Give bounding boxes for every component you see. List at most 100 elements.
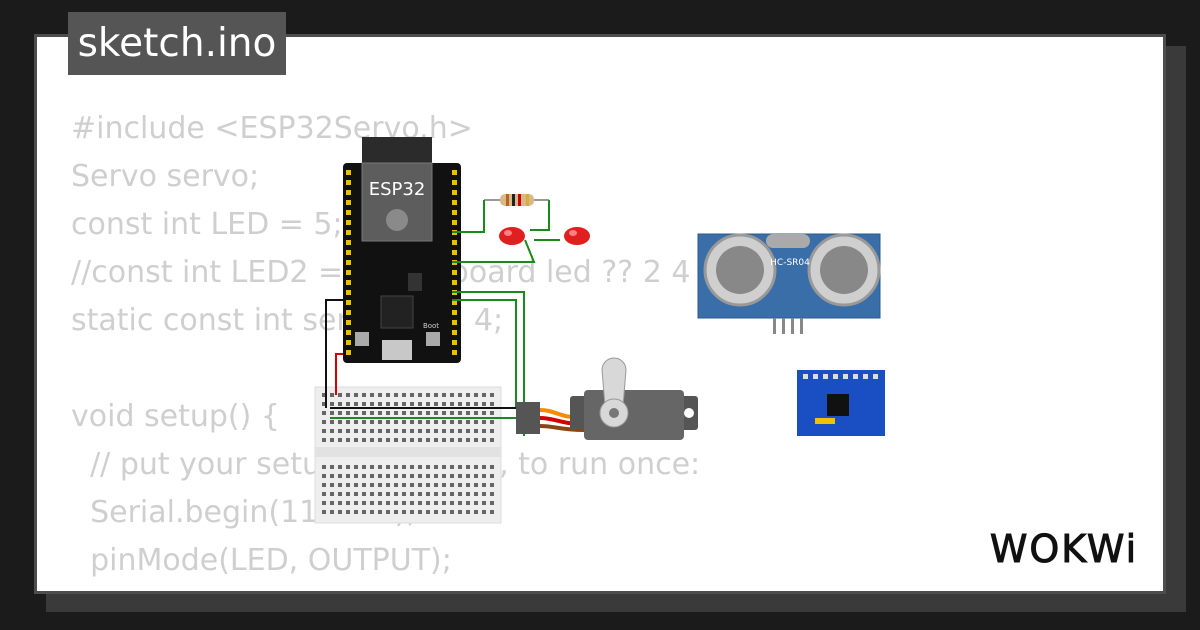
esp32-label: ESP32	[369, 179, 426, 200]
breadboard-hole	[426, 393, 430, 397]
breadboard-hole	[354, 420, 358, 424]
breadboard-hole	[426, 402, 430, 406]
led-red-2[interactable]	[564, 227, 590, 245]
breadboard-hole	[322, 438, 326, 442]
breadboard-hole	[490, 483, 494, 487]
breadboard-hole	[450, 474, 454, 478]
breadboard-hole	[378, 420, 382, 424]
breadboard-hole	[434, 501, 438, 505]
code-line: pinMode(LED, OUTPUT);	[71, 543, 452, 578]
breadboard-hole	[466, 393, 470, 397]
breadboard-hole	[418, 429, 422, 433]
breadboard-hole	[378, 465, 382, 469]
esp32-pin	[346, 350, 351, 355]
breadboard-hole	[442, 465, 446, 469]
breadboard-hole	[338, 510, 342, 514]
breadboard-hole	[354, 411, 358, 415]
breadboard-hole	[418, 438, 422, 442]
esp32-pin	[452, 310, 457, 315]
breadboard-hole	[362, 492, 366, 496]
project-card[interactable]: #include <ESP32Servo.h>Servo servo;const…	[34, 34, 1166, 594]
code-line: const int LED = 5;	[71, 207, 343, 242]
imu-pin	[823, 374, 828, 379]
file-tab[interactable]: sketch.ino	[68, 12, 286, 75]
breadboard-hole	[474, 411, 478, 415]
breadboard-hole	[482, 510, 486, 514]
breadboard-hole	[338, 411, 342, 415]
breadboard-hole	[450, 510, 454, 514]
esp32-pin	[346, 310, 351, 315]
breadboard[interactable]	[314, 386, 502, 524]
code-line: void setup() {	[71, 399, 280, 434]
breadboard-hole	[386, 420, 390, 424]
breadboard-hole	[402, 474, 406, 478]
breadboard-hole	[490, 492, 494, 496]
esp32-pin	[346, 340, 351, 345]
breadboard-hole	[474, 393, 478, 397]
esp32-board[interactable]: ESP32 Boot	[343, 137, 461, 363]
breadboard-hole	[482, 474, 486, 478]
servo-motor[interactable]	[516, 357, 698, 440]
breadboard-hole	[386, 483, 390, 487]
breadboard-hole	[362, 429, 366, 433]
breadboard-hole	[362, 501, 366, 505]
breadboard-hole	[482, 393, 486, 397]
breadboard-hole	[418, 393, 422, 397]
esp32-pin	[452, 270, 457, 275]
breadboard-hole	[402, 402, 406, 406]
breadboard-hole	[402, 501, 406, 505]
breadboard-hole	[410, 438, 414, 442]
esp32-pin	[346, 230, 351, 235]
led-red-1[interactable]	[499, 227, 525, 245]
breadboard-hole	[466, 438, 470, 442]
breadboard-hole	[410, 474, 414, 478]
breadboard-hole	[386, 465, 390, 469]
resistor[interactable]	[484, 194, 549, 206]
breadboard-hole	[458, 429, 462, 433]
breadboard-hole	[458, 411, 462, 415]
breadboard-hole	[362, 411, 366, 415]
breadboard-hole	[458, 474, 462, 478]
breadboard-hole	[322, 492, 326, 496]
breadboard-hole	[394, 501, 398, 505]
esp32-pin	[346, 180, 351, 185]
breadboard-hole	[482, 465, 486, 469]
breadboard-hole	[322, 429, 326, 433]
breadboard-hole	[442, 438, 446, 442]
breadboard-hole	[458, 420, 462, 424]
esp32-pin	[452, 200, 457, 205]
esp32-pin	[452, 250, 457, 255]
breadboard-hole	[378, 393, 382, 397]
breadboard-hole	[490, 402, 494, 406]
breadboard-hole	[354, 429, 358, 433]
breadboard-hole	[330, 465, 334, 469]
breadboard-hole	[338, 393, 342, 397]
breadboard-hole	[418, 501, 422, 505]
breadboard-hole	[394, 510, 398, 514]
breadboard-hole	[330, 492, 334, 496]
breadboard-hole	[426, 474, 430, 478]
esp32-pin	[452, 280, 457, 285]
breadboard-hole	[458, 483, 462, 487]
breadboard-hole	[402, 465, 406, 469]
breadboard-hole	[426, 483, 430, 487]
breadboard-hole	[378, 474, 382, 478]
ultrasonic-pin	[773, 318, 776, 334]
breadboard-hole	[338, 465, 342, 469]
breadboard-hole	[338, 474, 342, 478]
breadboard-hole	[354, 465, 358, 469]
breadboard-hole	[362, 402, 366, 406]
breadboard-hole	[482, 402, 486, 406]
breadboard-hole	[442, 501, 446, 505]
breadboard-hole	[378, 429, 382, 433]
breadboard-hole	[418, 492, 422, 496]
ultrasonic-sensor[interactable]: HC-SR04	[697, 233, 881, 334]
breadboard-hole	[474, 429, 478, 433]
breadboard-hole	[458, 438, 462, 442]
esp32-pin	[452, 190, 457, 195]
imu-module[interactable]	[797, 370, 885, 436]
breadboard-hole	[338, 402, 342, 406]
breadboard-hole	[450, 465, 454, 469]
breadboard-hole	[410, 429, 414, 433]
breadboard-hole	[418, 510, 422, 514]
